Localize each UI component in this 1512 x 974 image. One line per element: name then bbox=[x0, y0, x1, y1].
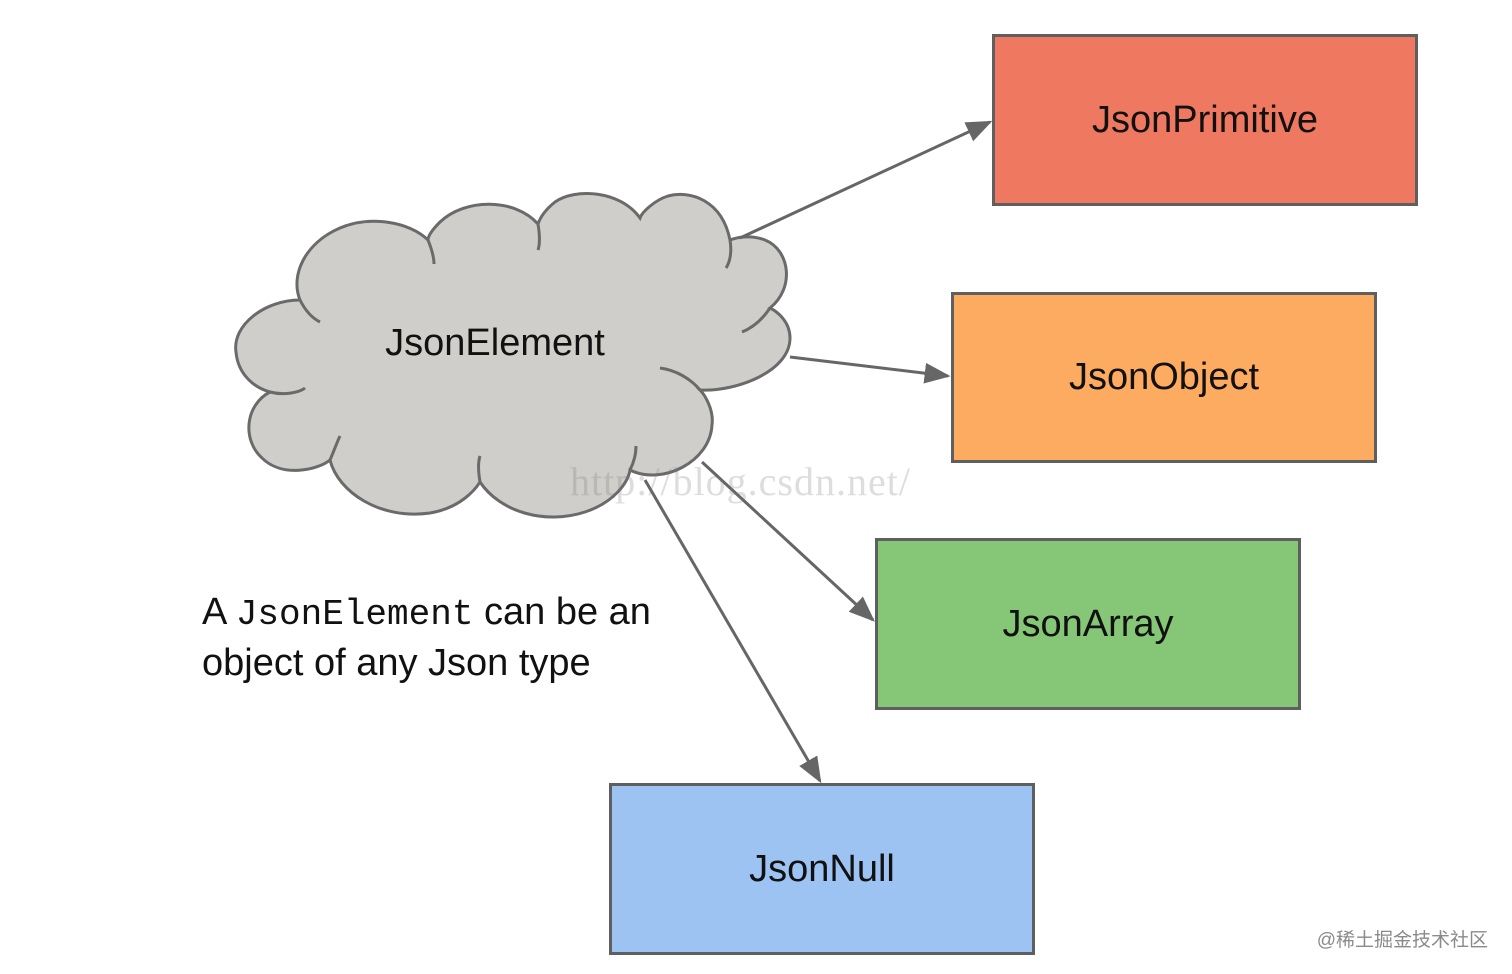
caption-suffix: can be an object of any Json type bbox=[202, 591, 651, 684]
caption-code: JsonElement bbox=[235, 594, 474, 635]
node-label: JsonPrimitive bbox=[1092, 98, 1318, 141]
arrow-to-null bbox=[643, 479, 822, 784]
node-json-object: JsonObject bbox=[951, 292, 1377, 463]
cloud-shape bbox=[234, 192, 792, 519]
caption-prefix: A bbox=[202, 591, 236, 633]
root-node-label: JsonElement bbox=[385, 322, 605, 364]
node-label: JsonNull bbox=[749, 847, 895, 890]
credit-label: @稀土掘金技术社区 bbox=[1316, 930, 1488, 951]
node-json-primitive: JsonPrimitive bbox=[992, 34, 1418, 206]
node-json-null: JsonNull bbox=[609, 783, 1035, 955]
node-label: JsonArray bbox=[1002, 602, 1174, 645]
watermark: http://blog.csdn.net/ bbox=[570, 459, 911, 504]
diagram-caption: A JsonElement can be an object of any Js… bbox=[202, 588, 662, 687]
arrow-to-object bbox=[789, 355, 951, 384]
node-json-array: JsonArray bbox=[875, 538, 1301, 710]
arrow-to-primitive bbox=[739, 120, 993, 240]
node-label: JsonObject bbox=[1068, 356, 1260, 398]
arrow-to-array bbox=[700, 460, 875, 622]
